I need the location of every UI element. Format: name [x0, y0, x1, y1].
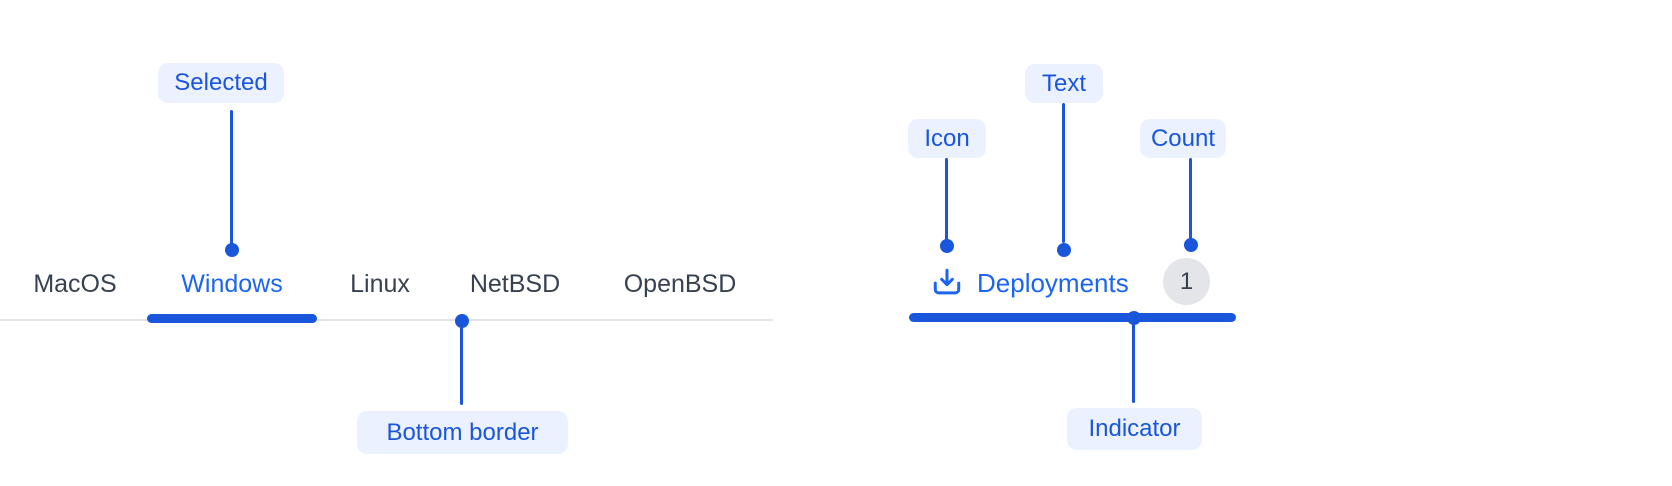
tab-windows-selected[interactable]: Windows — [181, 270, 283, 298]
annotation-icon-label: Icon — [908, 119, 986, 158]
annotation-selected-dot — [225, 243, 239, 257]
annotation-icon-line — [945, 158, 948, 240]
tab-openbsd[interactable]: OpenBSD — [623, 270, 737, 298]
annotation-count-line — [1189, 158, 1192, 239]
annotation-icon-dot — [940, 239, 954, 253]
tab-netbsd[interactable]: NetBSD — [469, 270, 561, 298]
tab-deployments-text: Deployments — [977, 268, 1129, 298]
tab-active-indicator — [909, 313, 1236, 322]
annotation-indicator-dot — [1127, 311, 1141, 325]
selected-tab-underline — [147, 314, 317, 323]
annotation-indicator-label: Indicator — [1067, 408, 1202, 450]
annotation-count-label: Count — [1140, 119, 1226, 158]
annotation-text-dot — [1057, 243, 1071, 257]
annotation-text-label: Text — [1025, 64, 1103, 103]
annotation-selected-label: Selected — [158, 63, 284, 103]
annotation-bottom-border-line — [460, 327, 463, 405]
annotation-selected-line — [230, 110, 233, 245]
annotation-bottom-border-dot — [455, 314, 469, 328]
annotation-bottom-border-label: Bottom border — [357, 411, 568, 454]
annotation-text-line — [1062, 103, 1065, 243]
tab-linux[interactable]: Linux — [350, 270, 410, 298]
annotation-count-dot — [1184, 238, 1198, 252]
tab-deployments-count-badge: 1 — [1163, 258, 1210, 305]
download-icon — [933, 268, 961, 295]
tab-macos[interactable]: MacOS — [33, 270, 117, 298]
annotation-indicator-line — [1132, 324, 1135, 403]
tabbar-bottom-border — [0, 319, 773, 321]
